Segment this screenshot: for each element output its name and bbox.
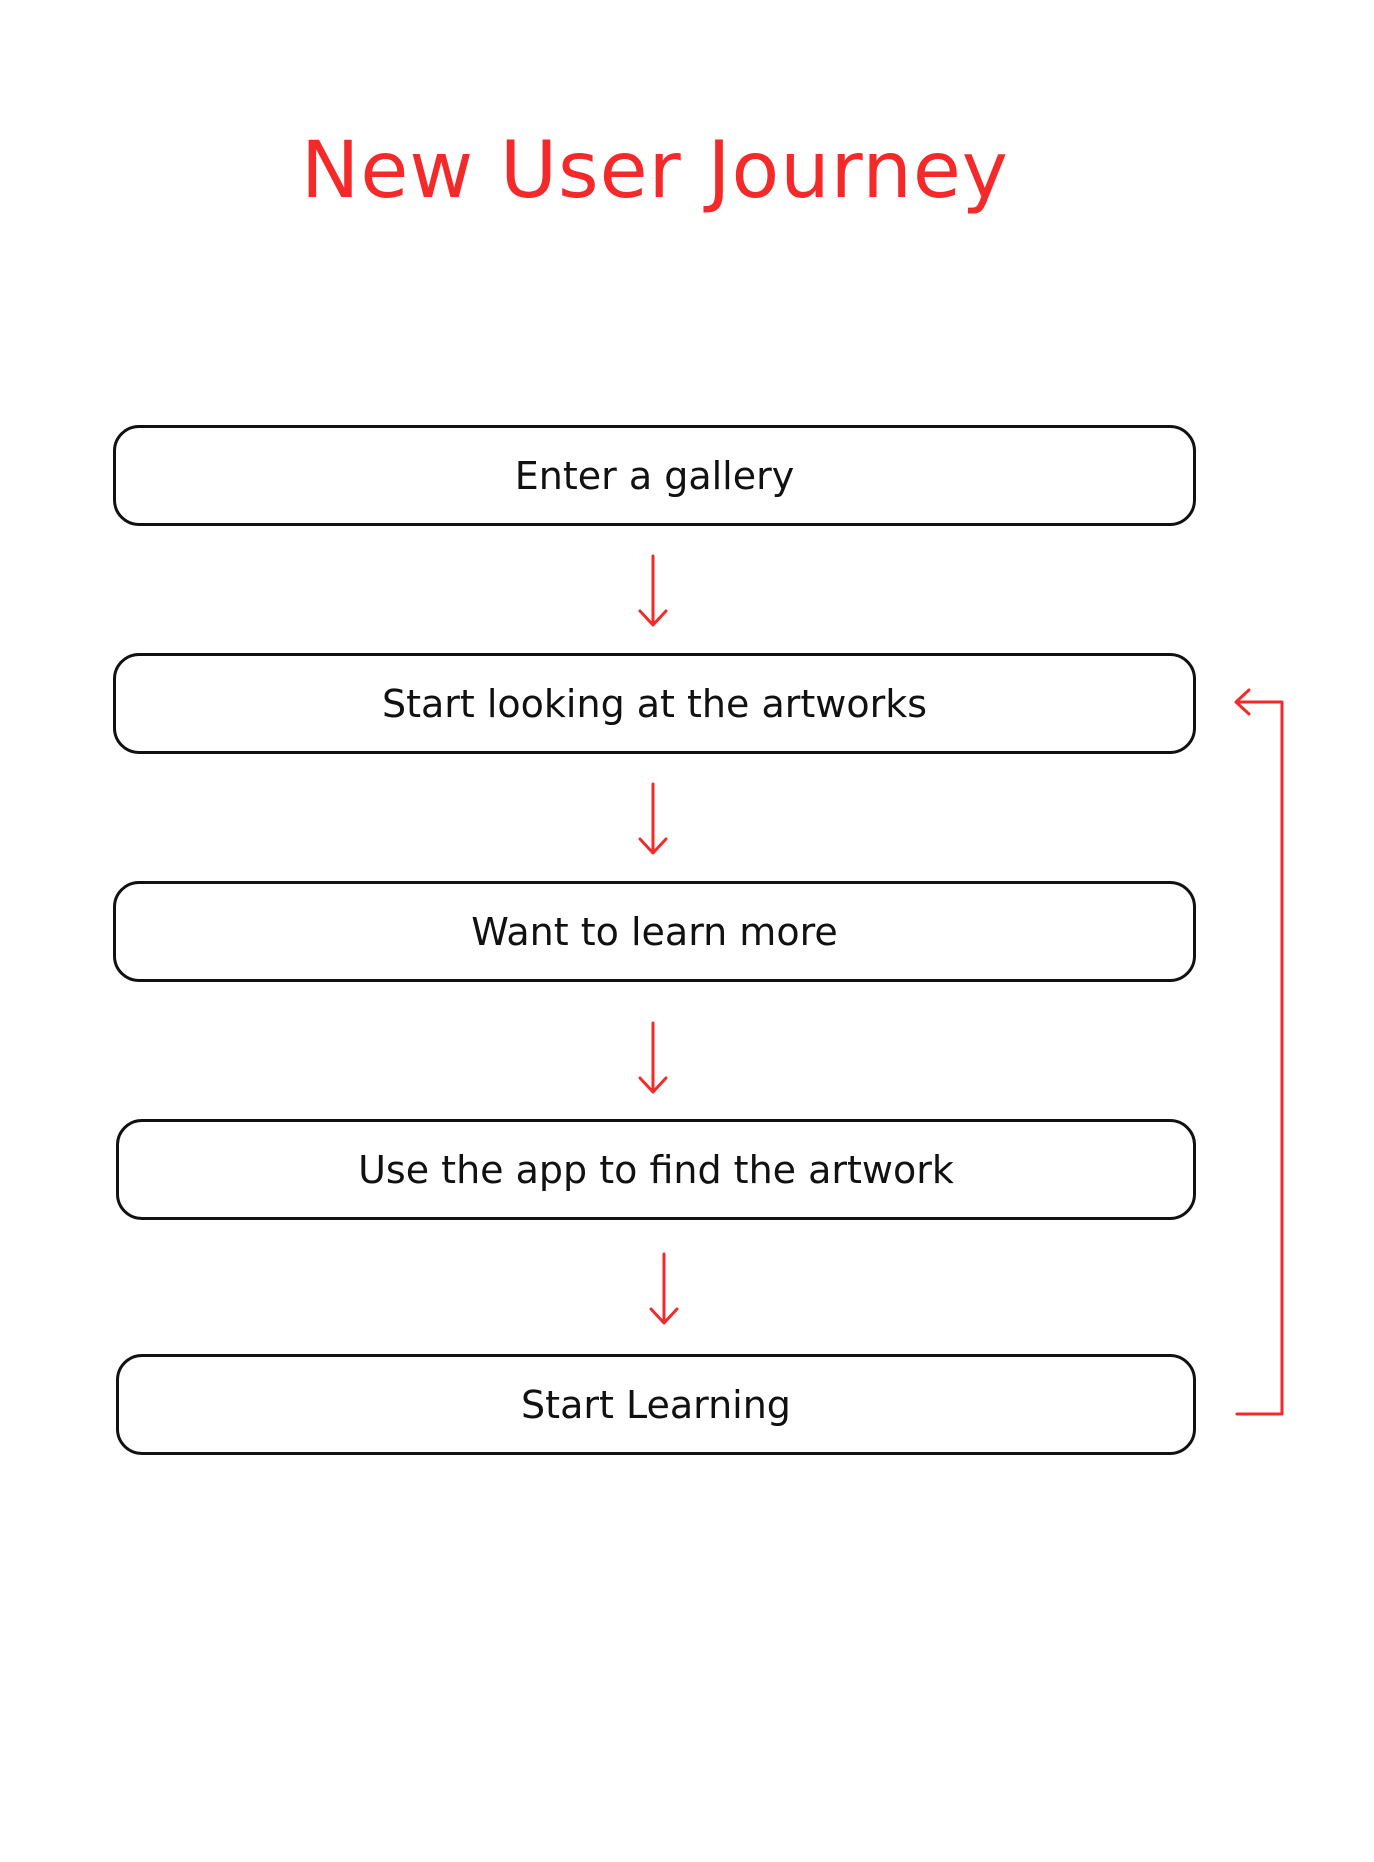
step-start-learning: Start Learning: [116, 1354, 1196, 1455]
step-use-app: Use the app to find the artwork: [116, 1119, 1196, 1220]
step-label: Want to learn more: [471, 909, 838, 954]
step-label: Start Learning: [521, 1382, 791, 1427]
arrow-down-icon: [638, 554, 668, 627]
arrow-down-icon: [638, 782, 668, 855]
step-want-to-learn: Want to learn more: [113, 881, 1196, 982]
step-label: Start looking at the artworks: [381, 681, 928, 726]
diagram-title: New User Journey: [301, 126, 1009, 216]
step-enter-gallery: Enter a gallery: [113, 425, 1196, 526]
loop-back-arrow-icon: [1234, 688, 1284, 1416]
step-label: Enter a gallery: [514, 453, 795, 498]
arrow-down-icon: [638, 1021, 668, 1094]
step-label: Use the app to find the artwork: [358, 1147, 954, 1192]
step-start-looking: Start looking at the artworks: [113, 653, 1196, 754]
arrow-down-icon: [649, 1252, 679, 1325]
